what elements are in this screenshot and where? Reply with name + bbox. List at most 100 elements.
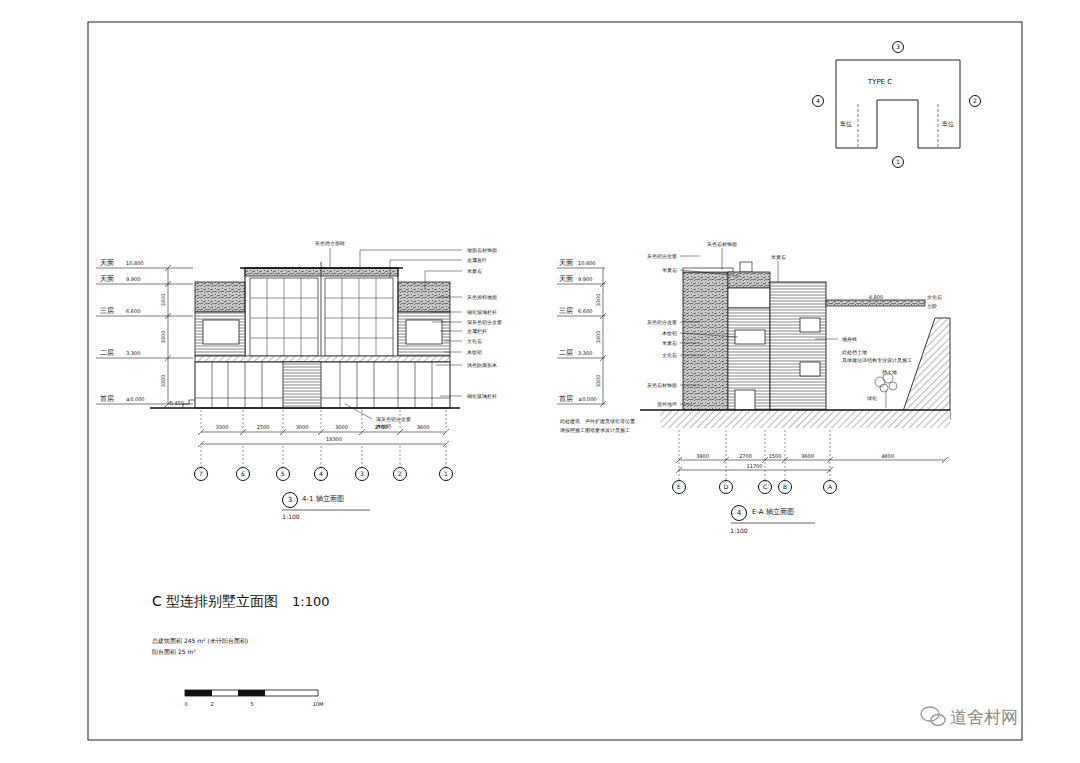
drawing-linework [359, 278, 360, 356]
drawing-linework [800, 362, 820, 376]
axis-bubble: 6 [236, 467, 250, 481]
drawing-linework [390, 260, 462, 278]
drawing-linework [96, 358, 193, 359]
drawing-linework [883, 373, 893, 383]
material-note: 台阶 [927, 304, 937, 309]
axis-number: D [724, 484, 729, 490]
drawing-linework [680, 385, 700, 386]
drawing-linework [325, 298, 393, 299]
drawing-linework [330, 248, 462, 419]
material-note: 金属百叶 [467, 258, 487, 263]
drawing-linework [325, 278, 393, 356]
area-note: 总建筑面积 245 m² (未计阳台面积) [152, 638, 248, 644]
axis-number: 3 [896, 44, 900, 50]
material-note: 灰色仿古面砖 [315, 241, 345, 246]
level-name: 天面 [559, 260, 573, 267]
material-note: 深灰色铝合金窗 [376, 417, 411, 422]
drawing-linework [680, 355, 705, 356]
drawing-linework [444, 352, 462, 353]
drawing-linework [440, 331, 462, 332]
drawing-linework [250, 278, 318, 356]
dimension: 3600 [801, 454, 814, 459]
axis-bubble: 3 [355, 467, 369, 481]
drawing-linework [680, 343, 700, 344]
drawing-linework [267, 278, 268, 356]
axis-number: C [763, 484, 767, 490]
material-note: 浅色防腐实木 [467, 363, 497, 368]
scale-tick: 10M [313, 702, 324, 707]
drawing-linework [942, 457, 948, 463]
level-name: 天面 [559, 276, 573, 283]
drawing-linework [770, 282, 826, 410]
drawing-linework [240, 267, 403, 269]
drawing-linework [183, 400, 195, 408]
dimension: 11700 [747, 464, 763, 469]
drawing-linework [886, 390, 887, 408]
drawing-linework [245, 268, 398, 276]
drawing-linework [359, 429, 365, 435]
drawing-linework [345, 404, 372, 419]
drawing-linework [201, 432, 446, 433]
material-note: 文化石 [927, 295, 942, 300]
drawing-linework [185, 690, 318, 696]
drawing-linework [340, 362, 341, 408]
drawing-linework [283, 410, 284, 430]
drawing-linework [376, 278, 377, 356]
drawing-linework [250, 338, 318, 339]
drawing-linework [250, 278, 393, 356]
material-note: 墙身线 [842, 337, 857, 342]
drawing-linework [201, 444, 446, 445]
drawing-linework [185, 690, 212, 696]
dimension: 3300 [161, 331, 166, 344]
drawing-linework [284, 278, 285, 356]
drawing-linework [600, 281, 606, 287]
drawing-linework [165, 281, 171, 287]
dimension: 18300 [326, 437, 342, 442]
axis-number: 3 [288, 497, 292, 504]
dimension: 4800 [881, 454, 894, 459]
level-name: 二层 [559, 350, 573, 357]
axis-number: A [828, 484, 832, 490]
level-name: 天面 [100, 276, 114, 283]
drawing-linework [683, 272, 728, 410]
drawing-linework [245, 268, 398, 362]
drawing-linework [301, 278, 302, 356]
drawing-linework [600, 355, 606, 361]
material-note: 米黄石 [467, 269, 482, 274]
axis-number: B [783, 484, 787, 490]
axis-bubble: 5 [276, 467, 290, 481]
dimension: 2700 [739, 454, 752, 459]
drawing-linework [921, 707, 945, 726]
general-note: 此处建筑、户外扩建及绿化等位置 [560, 419, 635, 424]
drawing-linework [443, 429, 449, 435]
drawing-linework [880, 384, 888, 392]
level-name: 三层 [100, 308, 114, 315]
axis-bubble: 2 [393, 467, 407, 481]
drawing-linework [436, 365, 462, 366]
drawing-linework [900, 318, 950, 420]
scale-tick: 5 [250, 702, 253, 707]
material-note: 木纹铝 [376, 424, 391, 429]
drawing-linework [679, 430, 830, 480]
drawing-linework [889, 382, 897, 390]
scale-tick: 0 [184, 702, 187, 707]
axis-number: 7 [199, 471, 203, 477]
drawing-linework [446, 410, 447, 430]
level-elevation: 3.300 [578, 351, 592, 356]
drawing-linework [400, 446, 401, 467]
axis-number: 4 [319, 471, 323, 477]
level-elevation: ±0.000 [578, 397, 597, 402]
drawing-linework [165, 313, 171, 319]
drawing-linework [245, 362, 246, 408]
drawing-linework [321, 398, 450, 399]
axis-number: E [677, 484, 681, 490]
drawing-linework [201, 446, 202, 467]
axis-bubble: 3 [282, 492, 298, 508]
drawing-linework [195, 282, 245, 312]
parking-label: 车位 [840, 121, 852, 127]
drawing-linework [150, 407, 460, 409]
drawing-linework [440, 396, 462, 397]
drawing-linework [212, 362, 213, 408]
drawing-linework [728, 288, 770, 308]
